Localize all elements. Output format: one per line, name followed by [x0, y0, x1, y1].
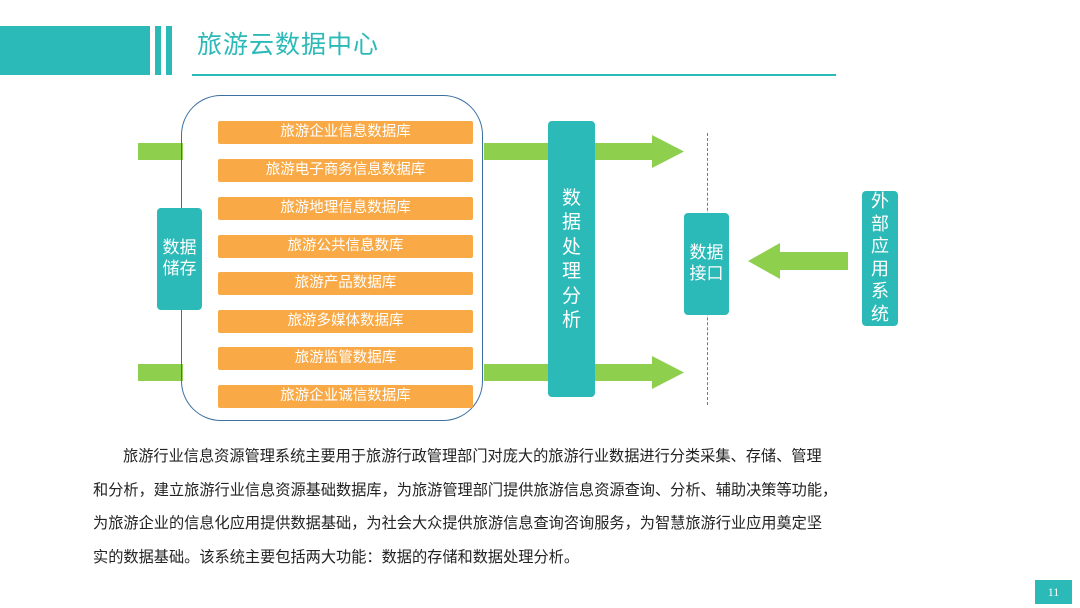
database-item: 旅游公共信息数库	[218, 235, 473, 258]
description-line: 实的数据基础。该系统主要包括两大功能：数据的存储和数据处理分析。	[93, 547, 579, 566]
description-line: 和分析，建立旅游行业信息资源基础数据库，为旅游管理部门提供旅游信息资源查询、分析…	[93, 480, 838, 499]
vertical-char: 应	[871, 236, 889, 257]
vertical-char: 外	[871, 191, 889, 212]
vertical-char: 据	[561, 211, 581, 233]
left-input-arrow-bottom	[138, 364, 183, 381]
vertical-char: 数	[561, 186, 581, 209]
database-item: 旅游产品数据库	[218, 272, 473, 295]
vertical-char: 统	[871, 303, 889, 325]
database-item: 旅游企业诚信数据库	[218, 385, 473, 408]
page-title: 旅游云数据中心	[197, 30, 380, 59]
header-accent-stripe	[166, 26, 172, 75]
external-systems-label: 外部应用系统	[871, 191, 889, 326]
left-arrow-interface	[748, 243, 848, 279]
left-input-arrow-top	[138, 143, 183, 160]
description-paragraph: 旅游行业信息资源管理系统主要用于旅游行政管理部门对庞大的旅游行业数据进行分类采集…	[93, 440, 993, 574]
interface-box: 数据 接口	[684, 213, 729, 315]
storage-label-box: 数据 储存	[157, 208, 202, 310]
storage-label-line: 储存	[162, 259, 197, 279]
interface-label-line: 接口	[689, 264, 724, 284]
vertical-char: 分	[561, 284, 581, 307]
database-item: 旅游电子商务信息数据库	[218, 159, 473, 182]
external-systems-box: 外部应用系统	[862, 191, 898, 326]
database-item: 旅游多媒体数据库	[218, 310, 473, 333]
vertical-char: 部	[871, 213, 889, 235]
vertical-char: 析	[561, 309, 581, 331]
vertical-char: 用	[871, 258, 889, 280]
database-item: 旅游监管数据库	[218, 347, 473, 370]
title-underline	[192, 74, 836, 76]
storage-label-line: 数据	[162, 238, 197, 258]
header-accent-stripe	[155, 26, 161, 75]
vertical-char: 处	[561, 235, 581, 258]
description-line: 旅游行业信息资源管理系统主要用于旅游行政管理部门对庞大的旅游行业数据进行分类采集…	[123, 447, 822, 465]
page-number: 11	[1035, 580, 1072, 604]
header-accent-bar	[0, 26, 150, 75]
vertical-char: 系	[871, 281, 889, 302]
processing-box: 数据处理分析	[548, 121, 595, 397]
description-line: 为旅游企业的信息化应用提供数据基础，为社会大众提供旅游信息查询咨询服务，为智慧旅…	[93, 514, 822, 532]
interface-label-line: 数据	[689, 243, 724, 263]
processing-label: 数据处理分析	[562, 186, 581, 333]
vertical-char: 理	[561, 260, 581, 282]
database-item: 旅游地理信息数据库	[218, 197, 473, 220]
database-item: 旅游企业信息数据库	[218, 121, 473, 144]
